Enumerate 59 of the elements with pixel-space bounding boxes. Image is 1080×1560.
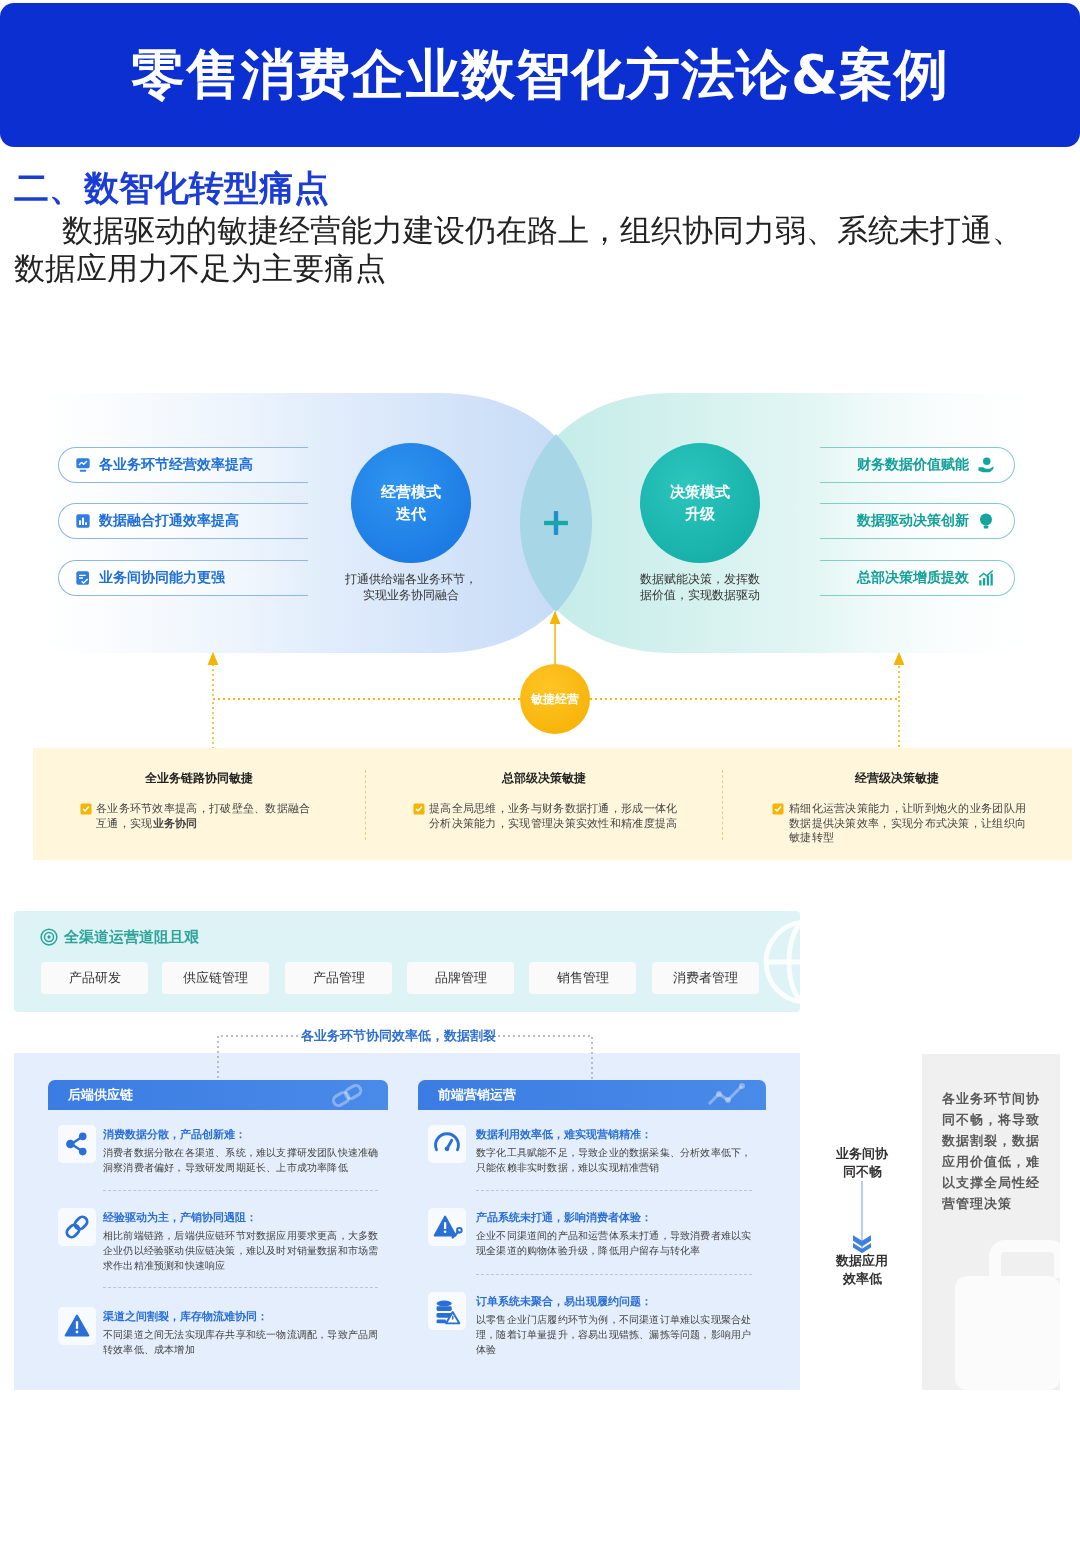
issue-text: 消费者数据分散在各渠道、系统，难以支撑研发团队快速准确洞察消费者偏好，导致研发周期延长、上市成功率降低 xyxy=(103,1146,380,1175)
circle-caption: 打通供给端各业务环节，实现业务协同融合 xyxy=(344,571,478,603)
column-header xyxy=(48,1080,388,1110)
stage-tag: 产品管理 xyxy=(285,962,392,994)
dotted-connector-line xyxy=(497,1035,593,1081)
agile-circle: 敏捷经营 xyxy=(520,664,590,734)
tag-label: 各业务环节经营效率提高 xyxy=(99,455,253,474)
circle-caption: 数据赋能决策，发挥数据价值，实现数据驱动 xyxy=(639,571,761,603)
panel-title: 全渠道运营道阻且艰 xyxy=(64,927,199,948)
benefit-tag xyxy=(58,503,308,539)
issue-text: 相比前端链路，后端供应链环节对数据应用要求更高，大多数企业仍以经验驱动供应链决策，难以及时对销量数据和市场需求作出精准预测和快速响应 xyxy=(103,1229,380,1273)
section-text: 各业务环节效率提高，打破壁垒、数据融合互通，实现业务协同 xyxy=(96,801,312,830)
benefit-tag xyxy=(58,560,308,596)
tag-label: 财务数据价值赋能 xyxy=(857,455,969,474)
issue-text: 企业不同渠道间的产品和运营体系未打通，导致消费者难以实现全渠道的购物体验升级，降低用户留存与转化率 xyxy=(476,1229,753,1258)
issue-title: 产品系统未打通，影响消费者体验： xyxy=(476,1210,652,1224)
benefit-tag xyxy=(820,560,1015,596)
issue-title: 订单系统未聚合，易出现履约问题： xyxy=(476,1294,652,1308)
column-title: 后端供应链 xyxy=(68,1086,133,1104)
section-title: 总部级决策敏捷 xyxy=(500,770,587,786)
benefit-tag xyxy=(820,503,1015,539)
issue-title: 消费数据分散，产品创新难： xyxy=(103,1127,246,1141)
bracket-label: 各业务环节协同效率低，数据割裂 xyxy=(298,1027,498,1045)
section-text: 精细化运营决策能力，让听到炮火的业务团队用数据提供决策效率，实现分布式决策，让组织向敏捷转型 xyxy=(789,801,1028,845)
issue-title: 经验驱动为主，产销协同遇阻： xyxy=(103,1210,257,1224)
tag-label: 数据驱动决策创新 xyxy=(857,511,969,530)
agile-panel xyxy=(33,748,1072,860)
dotted-connector-line xyxy=(589,698,900,749)
flow-label: 业务间协同不畅 xyxy=(834,1145,890,1181)
benefit-tag xyxy=(820,447,1015,483)
section-title: 全业务链路协同敏捷 xyxy=(144,770,254,786)
tag-label: 业务间协同能力更强 xyxy=(99,568,225,587)
channel-panel xyxy=(14,911,800,1012)
page-title: 零售消费企业数智化方法论&案例 xyxy=(130,42,950,108)
summary-text: 各业务环节间协同不畅，将导致数据割裂，数据应用价值低，难以支撑全局性经营管理决策 xyxy=(942,1090,1041,1213)
issue-text: 不同渠道之间无法实现库存共享和统一物流调配，导致产品周转效率低、成本增加 xyxy=(103,1328,380,1357)
tag-label: 总部决策增质提效 xyxy=(857,568,969,587)
column-title: 前端营销运营 xyxy=(438,1086,516,1104)
stage-tag: 供应链管理 xyxy=(162,962,269,994)
section-heading: 二、数智化转型痛点 xyxy=(14,167,329,210)
issue-text: 数字化工具赋能不足，导致企业的数据采集、分析效率低下，只能依赖非实时数据，难以实现精准营销 xyxy=(476,1146,753,1175)
issue-title: 渠道之间割裂，库存物流难协同： xyxy=(103,1309,268,1323)
stage-tag: 品牌管理 xyxy=(407,962,514,994)
stage-tag: 产品研发 xyxy=(41,962,148,994)
benefit-tag xyxy=(58,447,308,483)
issues-panel xyxy=(14,1053,800,1390)
stage-tag: 消费者管理 xyxy=(652,962,759,994)
section-text: 提高全局思维，业务与财务数据打通，形成一体化分析决策能力，实现管理决策实效性和精准度提高 xyxy=(429,801,679,830)
intro-paragraph: 数据驱动的敏捷经营能力建设仍在路上，组织协同力弱、系统未打通、数据应用力不足为主要痛点 xyxy=(14,211,1024,287)
flow-label: 数据应用效率低 xyxy=(834,1252,890,1288)
dotted-connector-line xyxy=(212,698,521,749)
tag-label: 数据融合打通效率提高 xyxy=(99,511,239,530)
issue-text: 以零售企业门店履约环节为例，不同渠道订单难以实现聚合处理，随着订单量提升，容易出现错拣、漏拣等问题，影响用户体验 xyxy=(476,1313,753,1357)
column-header xyxy=(418,1080,766,1110)
stage-tag: 销售管理 xyxy=(529,962,636,994)
section-title: 经营级决策敏捷 xyxy=(854,770,940,786)
arrow xyxy=(549,610,561,665)
dotted-connector-line xyxy=(217,1035,299,1081)
issue-title: 数据利用效率低，难实现营销精准： xyxy=(476,1127,652,1141)
